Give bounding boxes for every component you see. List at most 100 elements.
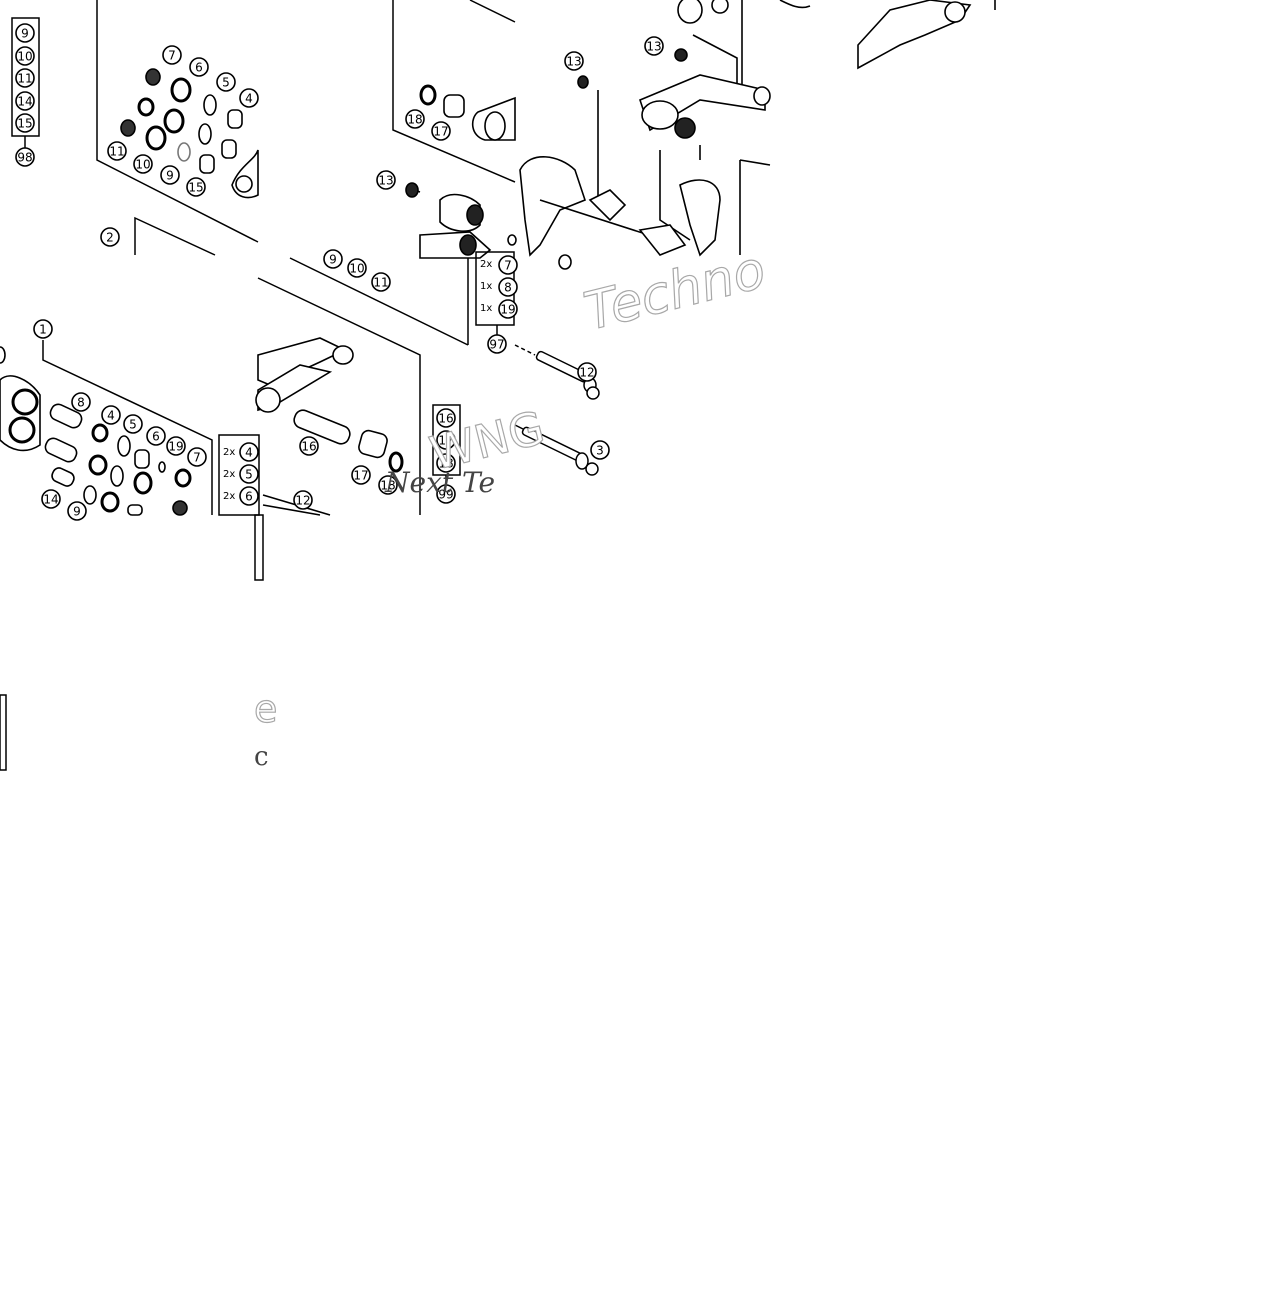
callout-p15b-label: 15	[188, 181, 203, 195]
callout-p13a-label: 13	[378, 174, 393, 188]
callout-p17c-label: 17	[438, 434, 453, 448]
callout-p8-label: 8	[77, 396, 85, 410]
kit-1-part-1-circle	[239, 442, 259, 462]
callout-p7a-label: 7	[168, 49, 176, 63]
callout-p11a: 11	[15, 68, 35, 88]
callout-p5b-label: 5	[129, 418, 137, 432]
callout-p99: 99	[436, 484, 456, 504]
callout-p13c-circle	[644, 36, 664, 56]
callout-p1: 1	[33, 319, 53, 339]
callout-p12b-label: 12	[295, 494, 310, 508]
linkage-assembly	[519, 0, 771, 270]
callout-p9b-label: 9	[166, 169, 174, 183]
callout-p18b-label: 18	[380, 479, 395, 493]
callout-p14a: 14	[15, 91, 35, 111]
callout-p13c: 13	[644, 36, 664, 56]
callout-p3-label: 3	[596, 444, 604, 458]
callout-p9d-circle	[67, 501, 87, 521]
kit-97-part-3-circle	[498, 299, 518, 319]
callout-p9d-label: 9	[73, 505, 81, 519]
callout-p8-circle	[71, 392, 91, 412]
callout-p15b-circle	[186, 177, 206, 197]
callout-p16b: 16	[436, 408, 456, 428]
callout-p7b-label: 7	[193, 451, 201, 465]
callout-p11c: 11	[371, 272, 391, 292]
kit-97-part-2-label: 8	[504, 281, 512, 295]
kit-1-part-1: 4	[239, 442, 259, 462]
callout-p19a: 19	[166, 436, 186, 456]
callout-p18b-circle	[378, 475, 398, 495]
callout-p15a-label: 15	[17, 117, 32, 131]
callout-p6a-circle	[189, 57, 209, 77]
callout-p4a: 4	[239, 88, 259, 108]
callout-p16a-label: 16	[301, 440, 316, 454]
kit-1-part-2-label: 5	[245, 468, 253, 482]
callout-p17b: 17	[351, 465, 371, 485]
callout-p98-label: 98	[17, 151, 32, 165]
kit-1-qty-2: 2x	[223, 469, 235, 480]
callout-p11b-circle	[107, 141, 127, 161]
kit-97-part-3: 19	[498, 299, 518, 319]
callout-p11b-label: 11	[109, 145, 124, 159]
callout-p11c-circle	[371, 272, 391, 292]
kit-1-list: 2x 2x 2x	[223, 447, 235, 502]
callout-p4a-circle	[239, 88, 259, 108]
kit-1-part-2: 5	[239, 464, 259, 484]
callout-p5b-circle	[123, 414, 143, 434]
callout-p2: 2	[100, 227, 120, 247]
bushing-set-upper-left	[120, 68, 259, 199]
callout-p99-circle	[436, 484, 456, 504]
callout-p13c-label: 13	[646, 40, 661, 54]
callout-p18a-circle	[405, 109, 425, 129]
callout-p9d: 9	[67, 501, 87, 521]
callout-p18c-label: 18	[438, 457, 453, 471]
kit-97-qty-3: 1x	[480, 303, 492, 314]
callout-p1-label: 1	[39, 323, 47, 337]
callout-p6b: 6	[146, 426, 166, 446]
callout-p97: 97	[487, 334, 507, 354]
link-arm-upper-middle	[405, 84, 517, 259]
watermark-techno: Techno	[579, 240, 772, 343]
swingarm-fragment	[779, 0, 996, 70]
link-arms-lower-middle	[255, 337, 404, 516]
callout-p15a-circle	[15, 113, 35, 133]
callout-p9a-circle	[15, 23, 35, 43]
callout-p99-label: 99	[438, 488, 453, 502]
watermark-next: Next Te	[384, 466, 495, 499]
callout-p13b: 13	[564, 51, 584, 71]
callout-p11c-label: 11	[373, 276, 388, 290]
callout-p6b-label: 6	[152, 430, 160, 444]
callout-p18c-circle	[436, 453, 456, 473]
callout-p17a-circle	[431, 121, 451, 141]
watermark-c: c	[254, 742, 269, 772]
callout-p7a-circle	[162, 45, 182, 65]
callout-p1-circle	[33, 319, 53, 339]
callout-p2-circle	[100, 227, 120, 247]
callout-p12a-circle	[577, 362, 597, 382]
callout-p12a-label: 12	[579, 366, 594, 380]
kit-97-qty-2: 1x	[480, 281, 492, 292]
callout-p2-label: 2	[106, 231, 114, 245]
callout-p6a-label: 6	[195, 61, 203, 75]
callout-p11b: 11	[107, 141, 127, 161]
callout-p12b: 12	[293, 490, 313, 510]
bushing-set-lower-left	[0, 346, 192, 516]
callout-p13a: 13	[376, 170, 396, 190]
kit-1-part-3: 6	[239, 486, 259, 506]
callout-p11a-label: 11	[17, 72, 32, 86]
bolt-3	[514, 424, 599, 476]
callout-p19a-circle	[166, 436, 186, 456]
callout-p9b: 9	[160, 165, 180, 185]
callout-p15a: 15	[15, 113, 35, 133]
part-callouts: 9101114159876541110915218171391011131397…	[15, 23, 664, 521]
kit-1-part-3-circle	[239, 486, 259, 506]
callout-p6a: 6	[189, 57, 209, 77]
callout-p9b-circle	[160, 165, 180, 185]
kit-panel-upper-middle	[392, 0, 516, 183]
kit-1-qty-3: 2x	[223, 491, 235, 502]
callout-p19a-label: 19	[168, 440, 183, 454]
callout-p16a-circle	[299, 436, 319, 456]
callout-p7a: 7	[162, 45, 182, 65]
callout-p7b-circle	[187, 447, 207, 467]
